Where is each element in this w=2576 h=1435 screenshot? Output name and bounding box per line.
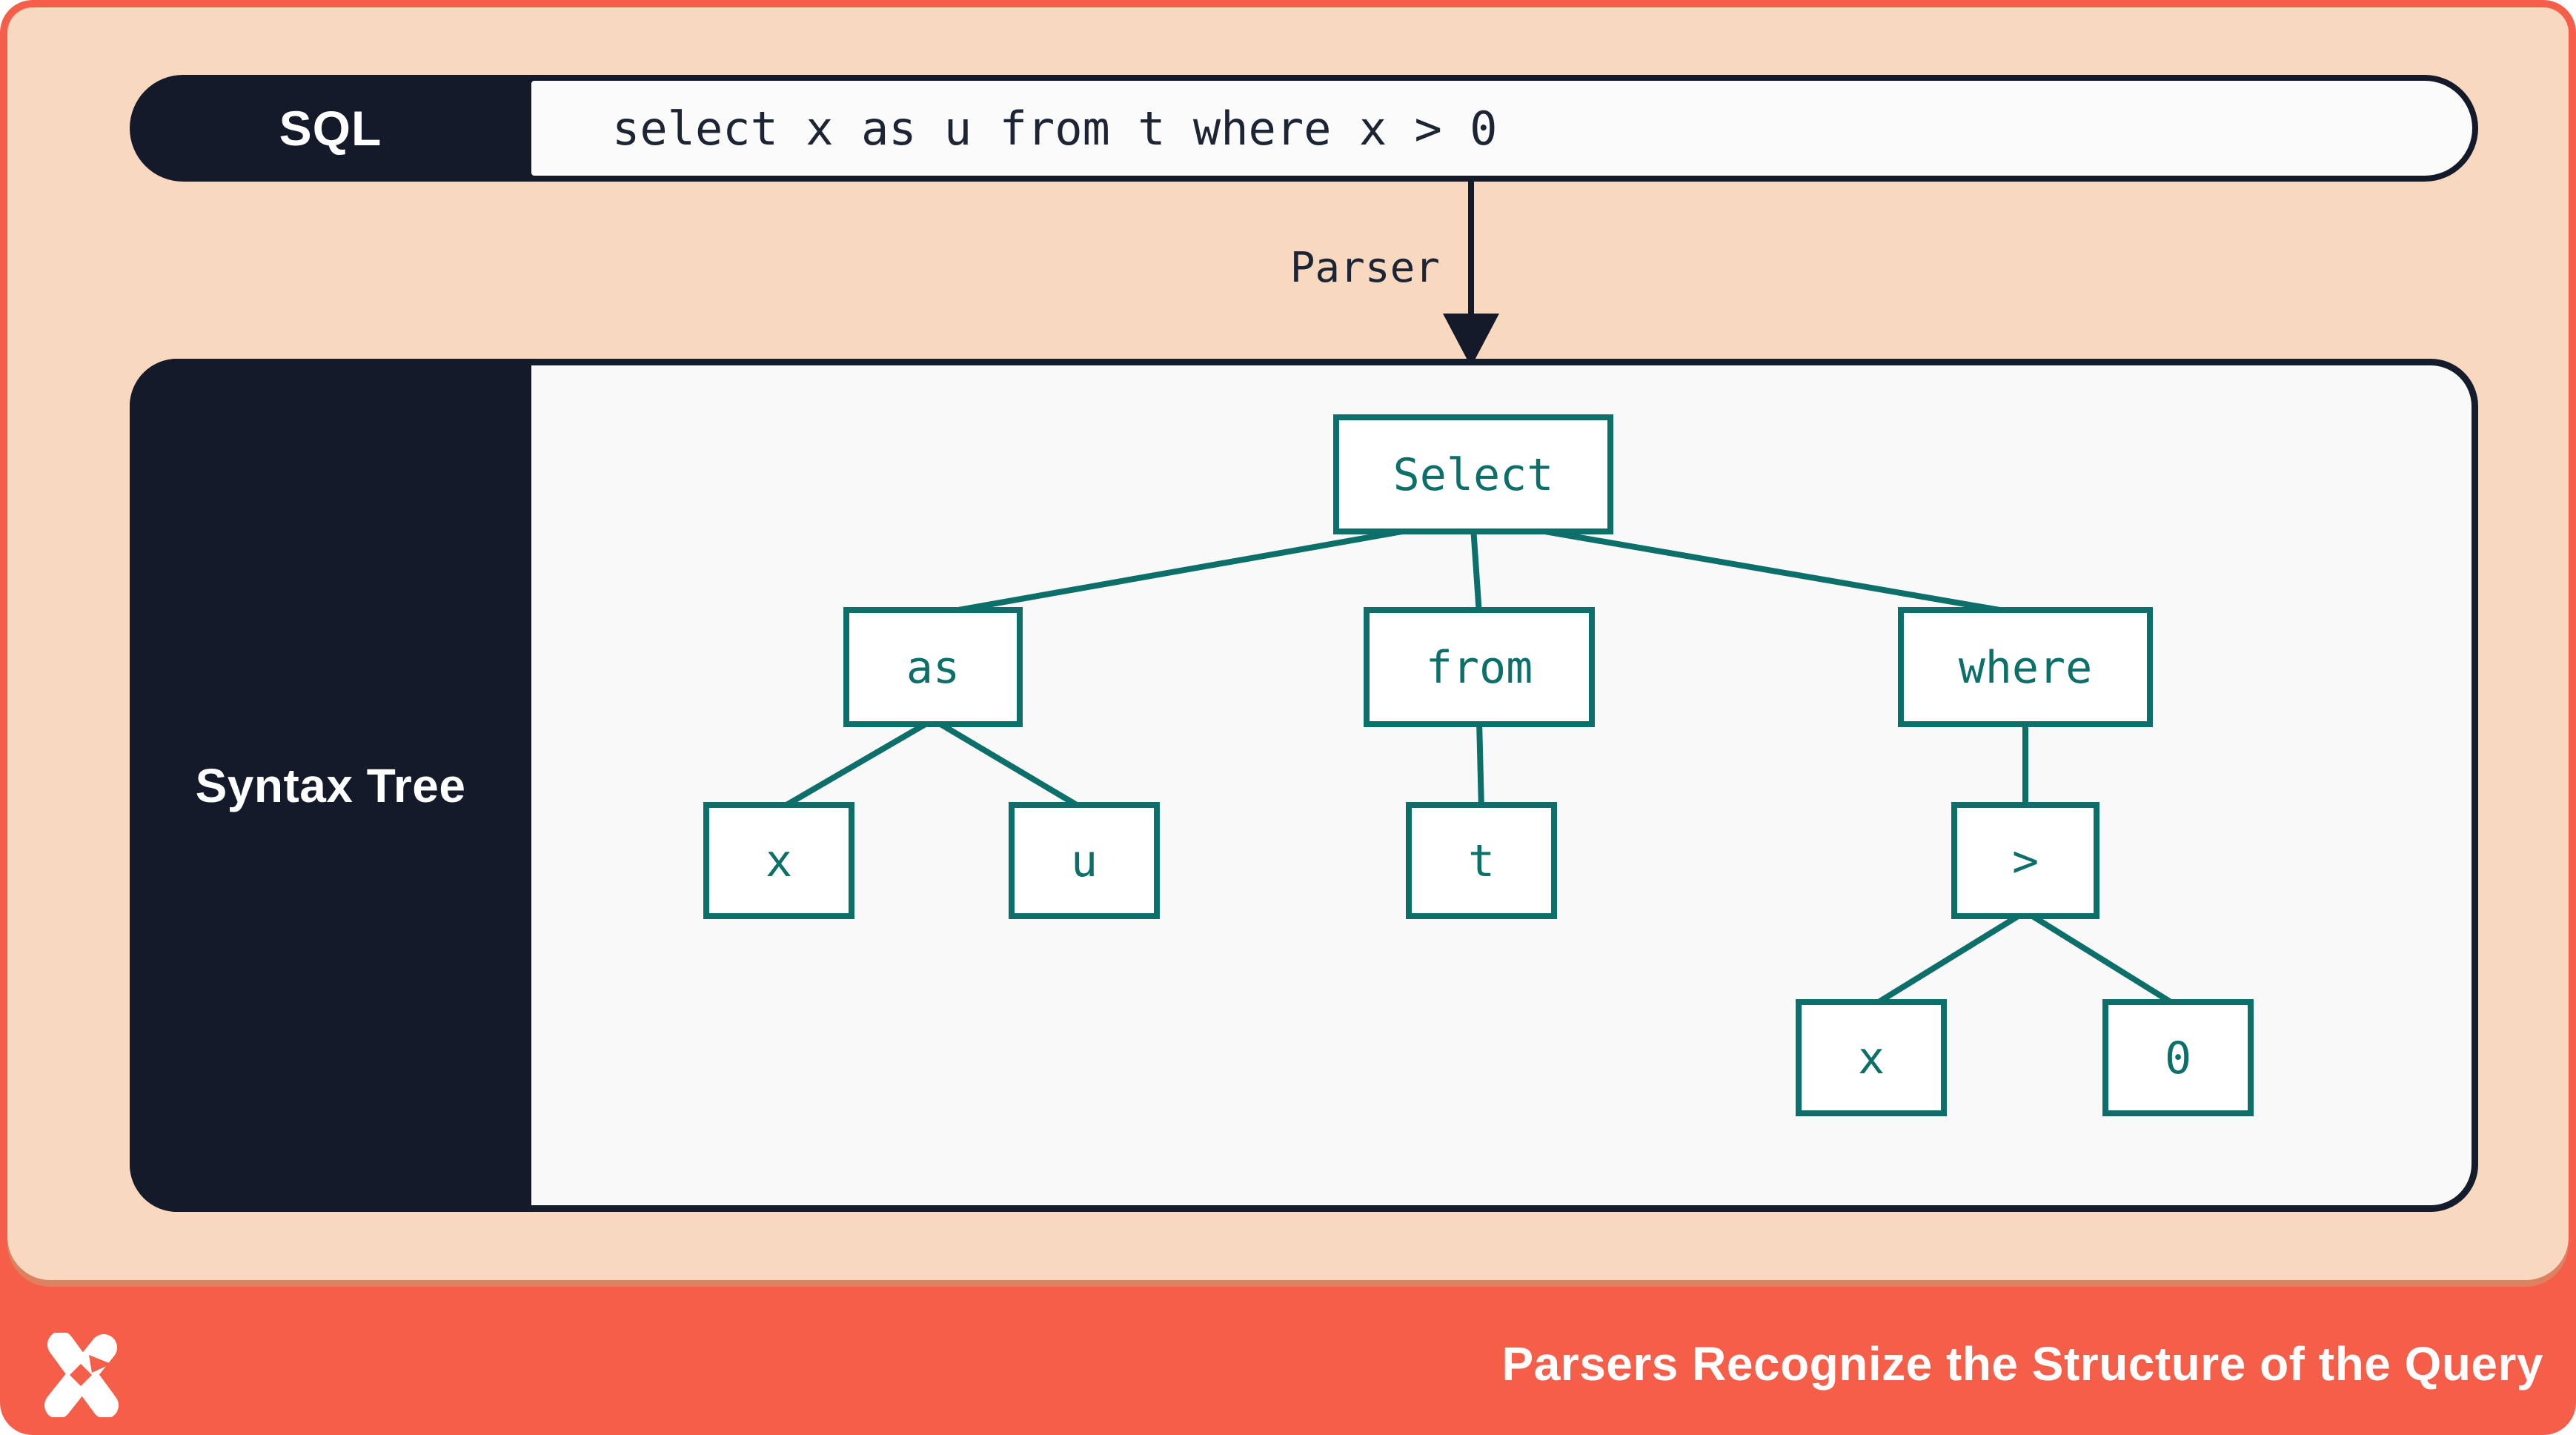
tree-edge-as-x1 xyxy=(777,717,935,812)
tree-node-box-from xyxy=(1364,607,1595,727)
tree-node-from: from xyxy=(1364,607,1595,727)
tree-node-label-as: as xyxy=(906,642,960,694)
parser-label: Parser xyxy=(1289,244,1440,292)
sql-bar-label-zone: SQL xyxy=(130,75,531,182)
syntax-tree-panel: Syntax Tree xyxy=(130,359,2478,1212)
tree-node-box-u xyxy=(1009,802,1160,919)
tree-node-box-select xyxy=(1333,414,1613,534)
tree-edge-select-where xyxy=(1518,524,2026,617)
sql-bar-label: SQL xyxy=(279,101,382,156)
syntax-tree-diagram: Select as from where x u t > x 0 xyxy=(703,414,2254,1116)
tree-node-label-x2: x xyxy=(1858,1033,1885,1084)
tree-node-select: Select xyxy=(1333,414,1613,534)
tree-edge-select-from xyxy=(1470,526,1482,615)
tree-edge-select-as xyxy=(932,524,1428,617)
tree-edge-gt-x2 xyxy=(1869,909,2028,1010)
parser-arrow-head-icon xyxy=(1443,314,1499,367)
tree-node-x1: x xyxy=(703,802,854,919)
sql-bar: SQL select x as u from t where x > 0 xyxy=(130,75,2478,182)
dolt-star-logo-icon xyxy=(44,1333,119,1417)
tree-node-label-t: t xyxy=(1468,835,1495,887)
tree-node-zero: 0 xyxy=(2102,999,2254,1116)
tree-node-label-select: Select xyxy=(1393,449,1554,501)
tree-node-gt: > xyxy=(1951,802,2099,919)
tree-node-x2: x xyxy=(1796,999,1947,1116)
footer-caption: Parsers Recognize the Structure of the Q… xyxy=(1501,1337,2543,1391)
syntax-tree-sidebar: Syntax Tree xyxy=(130,359,531,1212)
tree-node-t: t xyxy=(1406,802,1557,919)
tree-node-label-u: u xyxy=(1071,835,1098,887)
tree-node-label-where: where xyxy=(1959,642,2093,694)
parser-arrow-shaft xyxy=(1468,182,1474,317)
tree-node-u: u xyxy=(1009,802,1160,919)
tree-node-box-x1 xyxy=(703,802,854,919)
tree-node-box-zero xyxy=(2102,999,2254,1116)
sql-query-text: select x as u from t where x > 0 xyxy=(612,101,1498,156)
tree-edge-gt-zero xyxy=(2023,909,2180,1010)
syntax-tree-label: Syntax Tree xyxy=(195,758,466,812)
tree-node-label-zero: 0 xyxy=(2165,1033,2191,1084)
tree-edge-from-t xyxy=(1476,719,1484,810)
tree-node-where: where xyxy=(1898,607,2153,727)
tree-edge-as-u xyxy=(931,717,1086,812)
tree-node-as: as xyxy=(843,607,1023,727)
tree-node-label-from: from xyxy=(1426,642,1533,694)
tree-node-label-x1: x xyxy=(766,835,792,887)
tree-node-box-as xyxy=(843,607,1023,727)
tree-node-label-gt: > xyxy=(2012,835,2039,887)
tree-node-box-where xyxy=(1898,607,2153,727)
tree-node-box-t xyxy=(1406,802,1557,919)
sql-query-area: select x as u from t where x > 0 xyxy=(531,81,2472,176)
tree-node-box-x2 xyxy=(1796,999,1947,1116)
tree-node-box-gt xyxy=(1951,802,2099,919)
